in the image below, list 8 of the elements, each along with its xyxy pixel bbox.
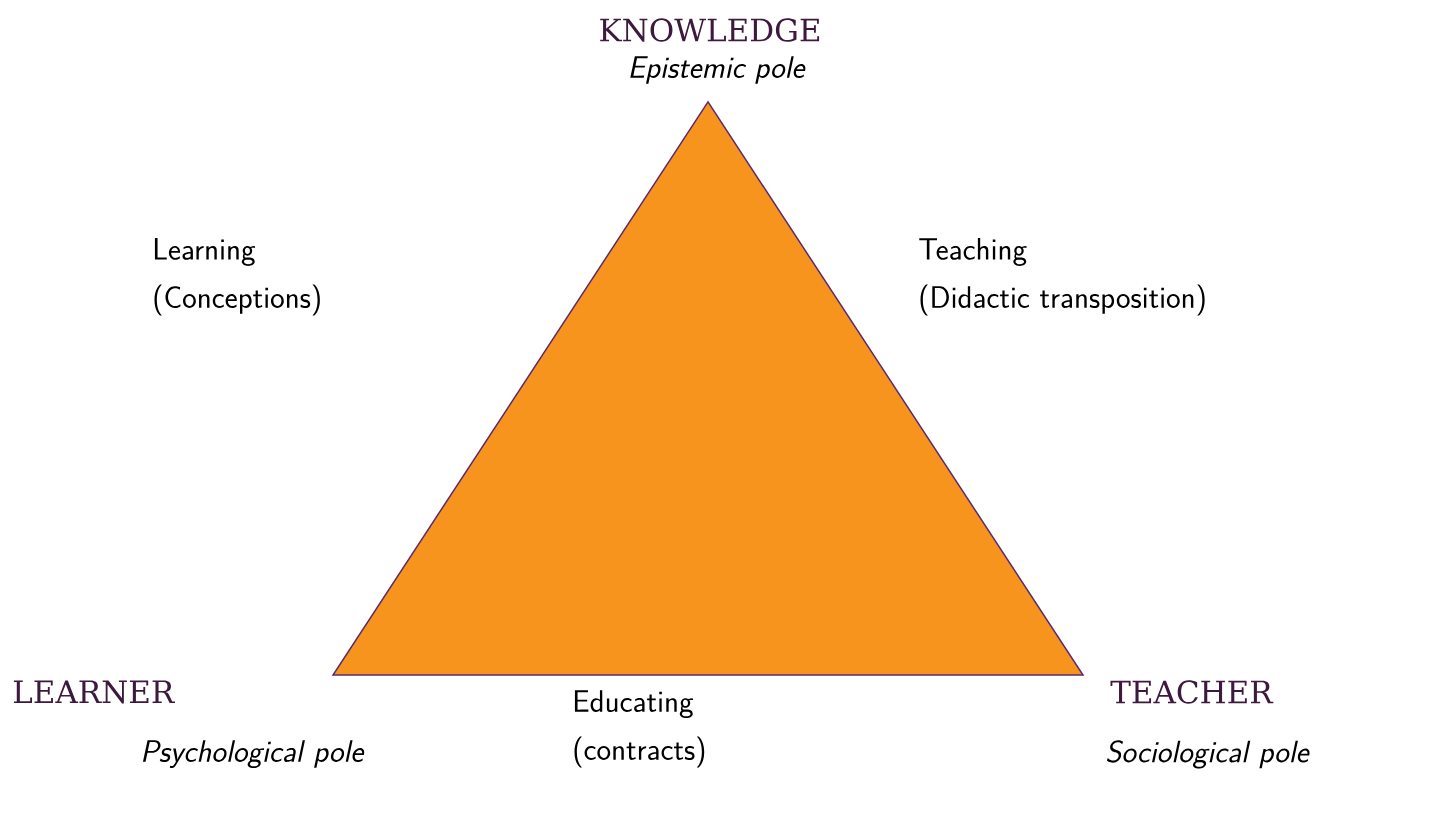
pole-heading: TEACHER	[1110, 680, 1274, 704]
relation-label: Learning	[154, 238, 256, 266]
relation-label: Teaching	[919, 238, 1027, 266]
pole-description: Sociological pole	[1106, 740, 1310, 769]
pole-heading: LEARNER	[13, 680, 175, 704]
relation-label: (Didactic transposition)	[920, 284, 1205, 316]
pole-description: Psychological pole	[142, 740, 365, 769]
pole-heading: KNOWLEDGE	[600, 18, 820, 42]
